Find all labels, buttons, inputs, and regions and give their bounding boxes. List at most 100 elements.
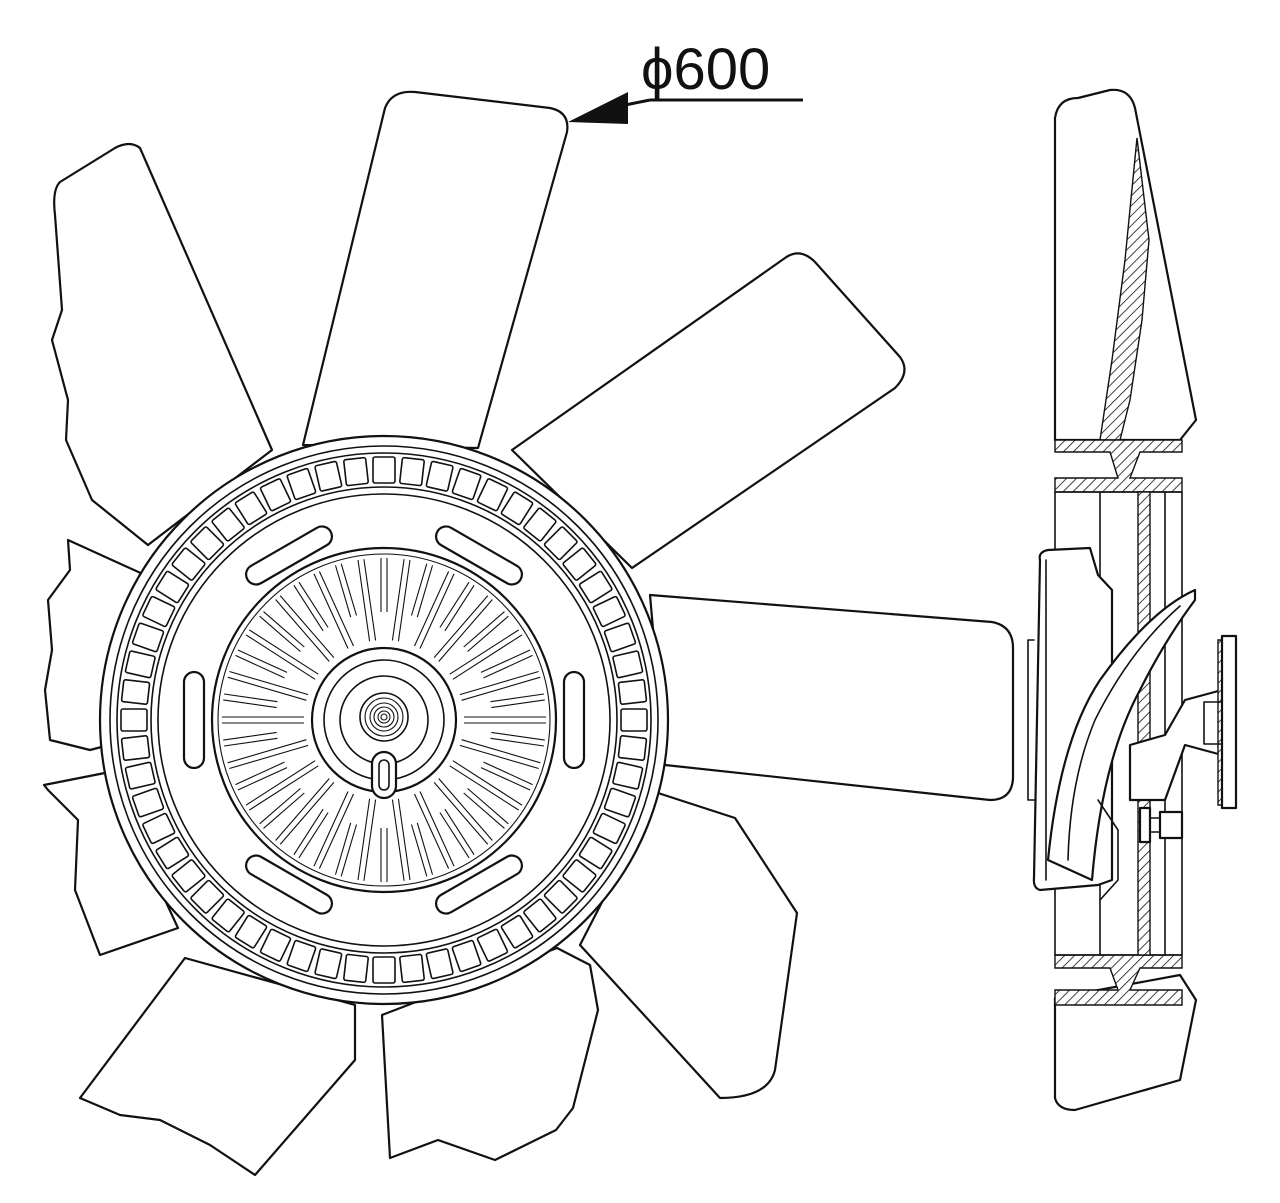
ring-window bbox=[286, 939, 317, 973]
cooling-fin bbox=[380, 558, 388, 612]
cooling-fin bbox=[463, 611, 509, 652]
cooling-fin bbox=[433, 778, 493, 845]
cooling-fin bbox=[235, 649, 288, 679]
ring-window bbox=[259, 928, 292, 962]
ring-window bbox=[211, 507, 245, 542]
side-fin-cover bbox=[1046, 588, 1197, 882]
ring-window bbox=[120, 735, 151, 761]
cooling-fin bbox=[245, 760, 319, 811]
cooling-fin bbox=[223, 693, 278, 709]
ring-window bbox=[620, 708, 648, 732]
ring-window bbox=[425, 948, 454, 980]
ring-window bbox=[425, 460, 454, 492]
cooling-fin bbox=[464, 716, 546, 724]
blade-right bbox=[648, 593, 1015, 802]
ring-windows bbox=[120, 456, 648, 984]
front-view bbox=[42, 90, 1015, 1177]
diameter-callout: ϕ600 bbox=[568, 37, 803, 124]
cooling-fin bbox=[259, 611, 305, 652]
cooling-fin bbox=[223, 731, 278, 747]
ring-window bbox=[124, 650, 156, 679]
spring-tab bbox=[370, 750, 398, 800]
side-view bbox=[1027, 88, 1238, 1112]
ring-window bbox=[155, 836, 190, 870]
ring-window bbox=[476, 928, 509, 962]
ring-window bbox=[190, 526, 225, 561]
blade-upper-right bbox=[510, 252, 906, 570]
ring-window bbox=[211, 898, 245, 933]
ring-window bbox=[286, 467, 317, 501]
cooling-fin bbox=[410, 822, 434, 877]
ring-window bbox=[171, 547, 206, 581]
ring-window bbox=[617, 735, 648, 761]
ring-window bbox=[500, 914, 534, 949]
ring-window bbox=[603, 622, 637, 653]
hub-slot bbox=[182, 670, 206, 770]
cooling-fin bbox=[293, 808, 329, 859]
cooling-fin bbox=[410, 563, 434, 618]
cooling-fin bbox=[334, 822, 358, 877]
window-ring-inner-edge bbox=[150, 486, 618, 954]
hub-slot bbox=[434, 525, 524, 586]
cooling-fin bbox=[439, 808, 475, 859]
cooling-fin bbox=[275, 595, 335, 662]
ring-window bbox=[543, 879, 578, 914]
cooling-fin bbox=[449, 760, 523, 811]
ring-window bbox=[372, 956, 396, 984]
cooling-fin bbox=[413, 571, 455, 649]
hub-slot bbox=[244, 525, 334, 586]
ring-window bbox=[343, 953, 369, 984]
cooling-fin bbox=[222, 716, 304, 724]
ring-window bbox=[399, 456, 425, 487]
cooling-fin bbox=[449, 629, 523, 680]
side-web-plate bbox=[1137, 491, 1151, 956]
side-flange-upper bbox=[1054, 439, 1183, 493]
cooling-fin bbox=[275, 778, 335, 845]
ring-window bbox=[592, 812, 626, 845]
cooling-fin bbox=[313, 571, 355, 649]
cooling-fin bbox=[334, 563, 358, 618]
cooling-fin bbox=[245, 629, 319, 680]
cooling-fin bbox=[490, 693, 545, 709]
blade-bottom-left bbox=[78, 956, 357, 1177]
hub-slots bbox=[182, 525, 586, 915]
ring-window bbox=[562, 547, 597, 581]
cooling-fin bbox=[433, 595, 493, 662]
ring-window bbox=[543, 526, 578, 561]
blade-lower-right bbox=[578, 791, 799, 1100]
ring-window bbox=[500, 491, 534, 526]
ring-window bbox=[523, 898, 557, 933]
ring-window bbox=[612, 761, 644, 790]
blade-upper-left bbox=[50, 142, 274, 547]
ring-window bbox=[562, 859, 597, 893]
ring-window bbox=[120, 708, 148, 732]
cooling-fin bbox=[490, 731, 545, 747]
diameter-label: ϕ600 bbox=[641, 37, 770, 102]
cooling-fin bbox=[357, 798, 377, 881]
cooling-fin bbox=[357, 559, 377, 642]
cooling-fin bbox=[259, 788, 305, 829]
ring-window bbox=[343, 456, 369, 487]
ring-window bbox=[578, 836, 613, 870]
ring-window bbox=[155, 570, 190, 604]
side-bolts bbox=[1138, 806, 1184, 844]
side-flange-lower bbox=[1054, 954, 1183, 1006]
bimetal-spring-coil bbox=[359, 692, 409, 742]
cooling-fins bbox=[222, 558, 546, 882]
ring-window bbox=[234, 491, 268, 526]
ring-window bbox=[234, 914, 268, 949]
cooling-fin bbox=[391, 798, 411, 881]
fan-blades bbox=[42, 90, 1015, 1177]
ring-window bbox=[124, 761, 156, 790]
ring-window bbox=[142, 595, 176, 628]
cooling-fin bbox=[391, 559, 411, 642]
cooling-fin bbox=[235, 761, 288, 791]
ring-window bbox=[131, 787, 165, 818]
cooling-fin bbox=[459, 739, 541, 770]
cooling-fin bbox=[227, 739, 309, 770]
ring-window bbox=[617, 679, 648, 705]
hub-outer-ring-inner bbox=[109, 445, 659, 995]
ring-window bbox=[399, 953, 425, 984]
ring-window bbox=[120, 679, 151, 705]
cooling-fin bbox=[227, 670, 309, 701]
